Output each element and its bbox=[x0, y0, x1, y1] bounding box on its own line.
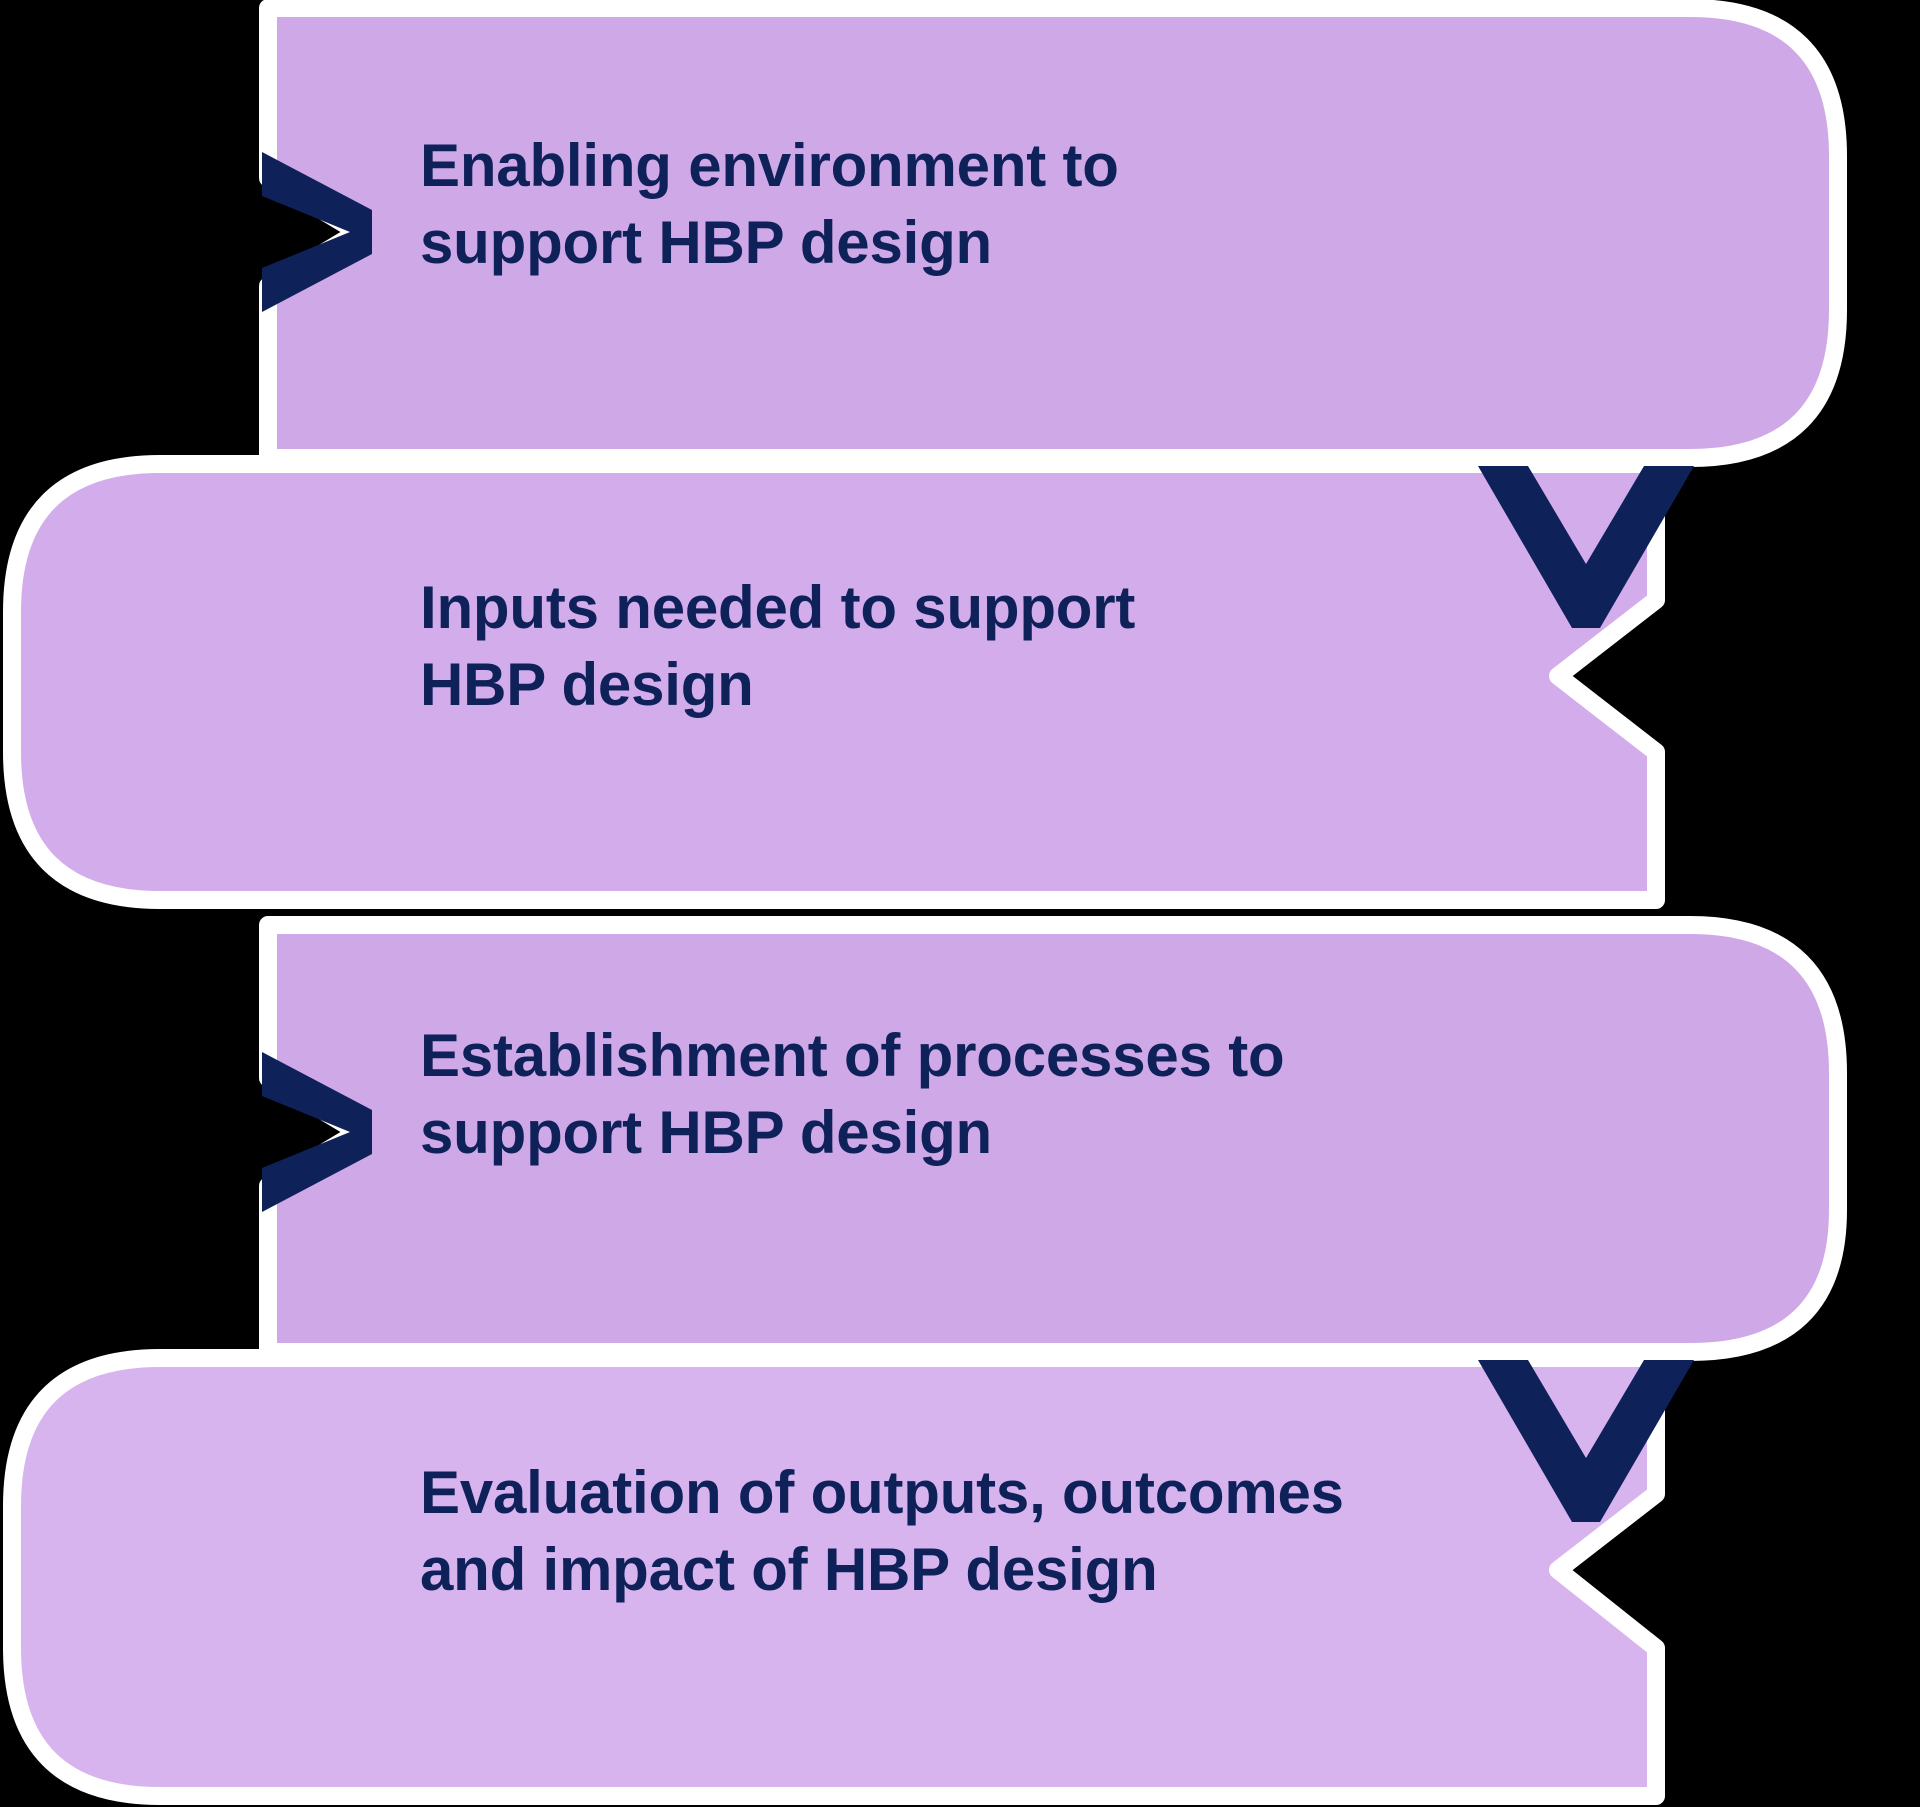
step-3-shape[interactable] bbox=[259, 916, 1847, 1361]
step-1-body bbox=[259, 0, 1847, 467]
chevron-right-icon bbox=[262, 152, 372, 312]
chevron-down-icon bbox=[1478, 466, 1694, 628]
step-2-body bbox=[3, 455, 1665, 909]
step-4-shape[interactable] bbox=[3, 1349, 1694, 1805]
step-1-shape[interactable] bbox=[259, 0, 1847, 467]
step-4-body bbox=[3, 1349, 1665, 1805]
step-2-shape[interactable] bbox=[3, 455, 1694, 909]
step-3-body bbox=[259, 916, 1847, 1361]
chevron-down-icon bbox=[1478, 1360, 1694, 1522]
chevron-right-icon bbox=[262, 1052, 372, 1212]
